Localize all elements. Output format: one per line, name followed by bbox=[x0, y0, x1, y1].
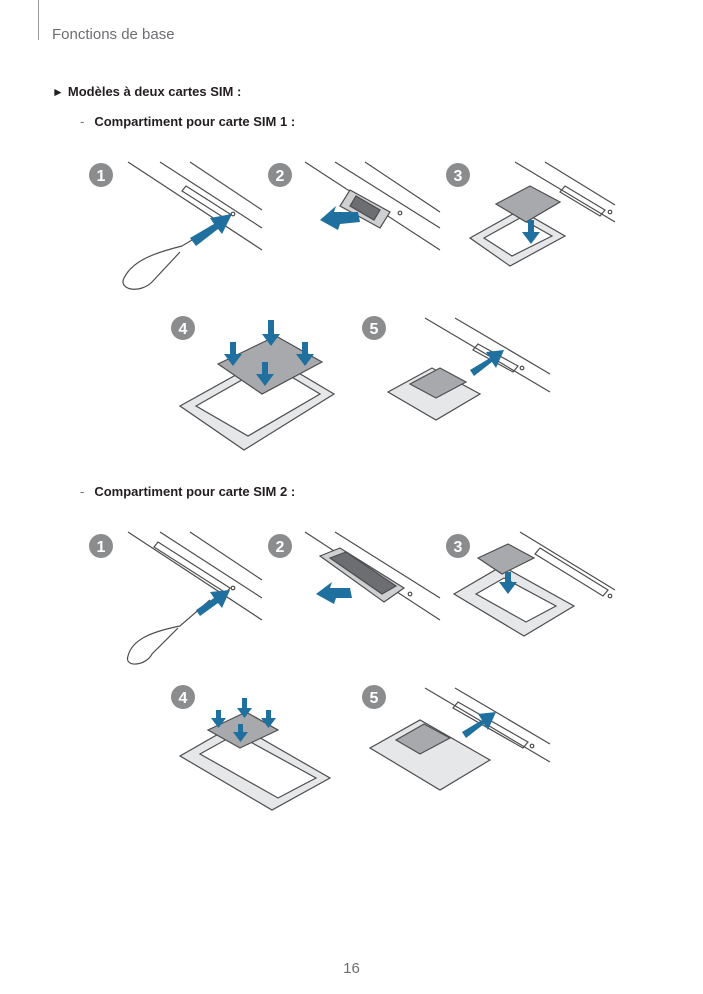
subheading-text: Compartiment pour carte SIM 2 : bbox=[94, 484, 296, 499]
subheading-text: Compartiment pour carte SIM 1 : bbox=[94, 114, 296, 129]
page-number: 16 bbox=[343, 960, 360, 977]
step-badge-2: 2 bbox=[268, 534, 292, 558]
subheading-sim2: -Compartiment pour carte SIM 2 : bbox=[80, 484, 295, 499]
step-badge-5: 5 bbox=[362, 685, 386, 709]
sim1-step5-insert-tray bbox=[386, 317, 551, 421]
svg-text:1: 1 bbox=[97, 539, 106, 556]
step-badge-3: 3 bbox=[446, 534, 470, 558]
sim2-step5-insert-tray bbox=[368, 687, 551, 791]
svg-text:2: 2 bbox=[276, 539, 285, 556]
step-badge-3: 3 bbox=[446, 163, 470, 187]
sim1-step2-tray-out bbox=[304, 161, 441, 251]
svg-text:3: 3 bbox=[454, 168, 463, 185]
models-heading: ►Modèles à deux cartes SIM : bbox=[52, 84, 241, 99]
sim2-step1-eject-pin bbox=[127, 531, 263, 665]
sim2-step4-press-card bbox=[178, 711, 332, 811]
step-badge-1: 1 bbox=[89, 534, 113, 558]
sim2-step2-tray-out bbox=[304, 531, 441, 621]
sim1-step2-arrow-icon bbox=[320, 206, 360, 230]
sim2-step1-arrow-icon bbox=[196, 590, 230, 616]
svg-text:3: 3 bbox=[454, 539, 463, 556]
sim1-step4-press-card bbox=[178, 335, 336, 451]
sim1-step3-arrow-icon bbox=[522, 220, 540, 244]
sim2-step3-place-card bbox=[452, 531, 616, 637]
svg-text:4: 4 bbox=[179, 690, 188, 707]
dash-marker: - bbox=[80, 484, 85, 499]
svg-text:4: 4 bbox=[179, 321, 188, 338]
sim1-step4-arrows-icon bbox=[224, 320, 314, 386]
svg-text:2: 2 bbox=[276, 168, 285, 185]
step-badge-1: 1 bbox=[89, 163, 113, 187]
sim2-step5-arrow-icon bbox=[462, 712, 496, 738]
sim2-step4-arrows-icon bbox=[211, 698, 276, 742]
step-badge-4: 4 bbox=[171, 685, 195, 709]
section-title: Fonctions de base bbox=[52, 26, 175, 43]
dash-marker: - bbox=[80, 114, 85, 129]
svg-text:5: 5 bbox=[370, 321, 379, 338]
step-badge-5: 5 bbox=[362, 316, 386, 340]
sim2-step2-arrow-icon bbox=[316, 582, 352, 604]
sim2-step3-arrow-icon bbox=[499, 572, 517, 594]
sim1-step1-arrow-icon bbox=[190, 214, 232, 246]
sim1-step3-place-card bbox=[468, 161, 616, 267]
subheading-sim1: -Compartiment pour carte SIM 1 : bbox=[80, 114, 295, 129]
step-badge-4: 4 bbox=[171, 316, 195, 340]
triangle-marker-icon: ► bbox=[52, 85, 64, 99]
step-badge-2: 2 bbox=[268, 163, 292, 187]
svg-text:5: 5 bbox=[370, 690, 379, 707]
heading-text: Modèles à deux cartes SIM : bbox=[67, 84, 242, 99]
sim1-step1-eject-pin bbox=[122, 161, 263, 290]
svg-text:1: 1 bbox=[97, 168, 106, 185]
sim1-step5-arrow-icon bbox=[470, 350, 504, 376]
header-rule bbox=[38, 0, 39, 40]
